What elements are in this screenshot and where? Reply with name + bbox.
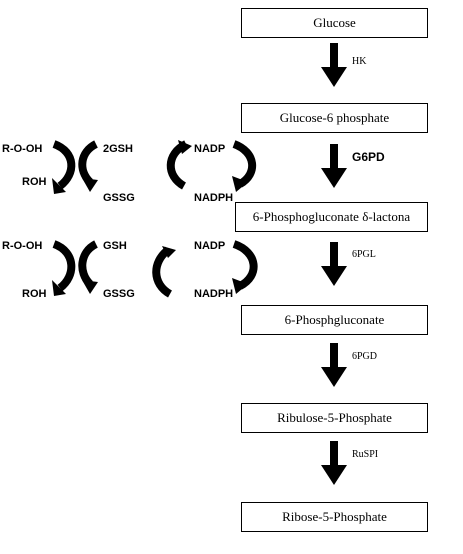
label-nadph-top: NADPH — [194, 192, 234, 204]
curved-arrow-gssg-bottom — [152, 246, 176, 298]
curved-arrow-peroxide-bottom — [52, 240, 76, 296]
enzyme-hk: HK — [352, 56, 367, 67]
arrow-6pgl — [321, 242, 347, 286]
label-gssg-top: GSSG — [103, 192, 135, 204]
curved-arrow-nadph-top — [232, 140, 257, 192]
label-peroxide-bottom: R-O-OH — [2, 240, 43, 252]
curved-arrow-gssg-top — [166, 140, 192, 190]
curved-arrow-peroxide-top — [52, 140, 76, 194]
arrow-ruspi — [321, 441, 347, 485]
enzyme-6pgd: 6PGD — [352, 351, 378, 362]
enzyme-g6pd: G6PD — [352, 150, 385, 164]
curved-arrow-nadph-bottom — [232, 240, 258, 294]
metabolite-glucose: Glucose — [241, 8, 428, 38]
metabolite-ribulose-5-phosphate: Ribulose-5-Phosphate — [241, 403, 428, 433]
metabolite-6-phosphogluconate: 6-Phosphgluconate — [241, 305, 428, 335]
label-nadph-bottom: NADPH — [194, 288, 234, 300]
label-gsh-bottom: GSH — [103, 240, 127, 252]
enzyme-ruspi: RuSPI — [352, 449, 379, 460]
metabolite-ribose-5-phosphate: Ribose-5-Phosphate — [241, 502, 428, 532]
enzyme-6pgl: 6PGL — [352, 249, 376, 260]
label-peroxide-top: R-O-OH — [2, 143, 43, 155]
curved-arrow-glutathione-top — [78, 140, 99, 192]
arrow-6pgd — [321, 343, 347, 387]
metabolite-glucose-6-phosphate: Glucose-6 phosphate — [241, 103, 428, 133]
label-nadp-top: NADP — [194, 143, 226, 155]
curved-arrow-glutathione-bottom — [78, 240, 99, 294]
label-2gsh-top: 2GSH — [103, 143, 133, 155]
label-alcohol-bottom: ROH — [22, 288, 47, 300]
metabolite-6-phosphogluconolactone: 6-Phosphogluconate δ-lactona — [235, 202, 428, 232]
label-alcohol-top: ROH — [22, 176, 47, 188]
arrow-hk — [321, 43, 347, 87]
arrow-g6pd — [321, 144, 347, 188]
label-nadp-bottom: NADP — [194, 240, 226, 252]
label-gssg-bottom: GSSG — [103, 288, 135, 300]
